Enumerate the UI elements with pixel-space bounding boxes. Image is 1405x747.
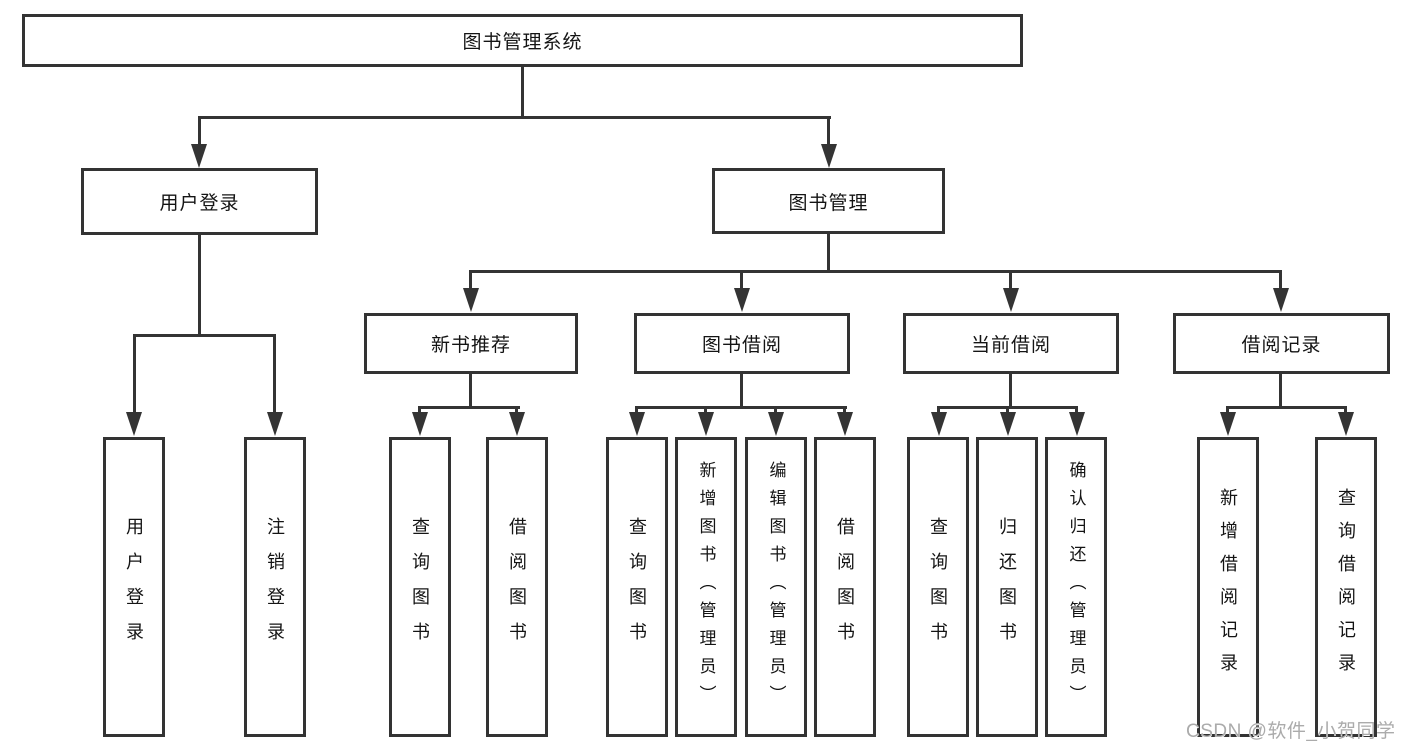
leaf-currentborrow-query: 查询图书 <box>907 437 969 737</box>
leaf-newbookrec-borrow-label: 借阅图书 <box>507 517 527 657</box>
edge-to-bb-borrow <box>843 406 846 416</box>
leaf-logout: 注销登录 <box>244 437 306 737</box>
edge-root-stem <box>521 65 524 119</box>
node-new-book-rec-label: 新书推荐 <box>430 335 511 356</box>
edge-level2-branch <box>198 116 831 119</box>
arrowhead-leaf-logout <box>267 412 283 436</box>
node-current-borrow-label: 当前借阅 <box>970 335 1051 356</box>
leaf-newbookrec-borrow: 借阅图书 <box>486 437 548 737</box>
leaf-borrowrecords-add-label: 新增借阅记录 <box>1218 488 1238 686</box>
node-book-borrow: 图书借阅 <box>634 313 850 374</box>
node-borrow-records: 借阅记录 <box>1173 313 1390 374</box>
arrowhead-leaf-login <box>126 412 142 436</box>
edge-to-book-mgmt <box>827 116 830 148</box>
node-user-login: 用户登录 <box>81 168 318 235</box>
arrowhead-br-query <box>1338 412 1354 436</box>
arrowhead-newbookrec <box>463 288 479 312</box>
edge-userlogin-stem <box>198 233 201 337</box>
edge-to-borrowrecords <box>1279 270 1282 292</box>
node-book-borrow-label: 图书借阅 <box>701 335 782 356</box>
leaf-currentborrow-query-label: 查询图书 <box>928 517 948 657</box>
arrowhead-bb-query <box>629 412 645 436</box>
arrowhead-bb-edit <box>768 412 784 436</box>
node-current-borrow: 当前借阅 <box>903 313 1119 374</box>
edge-bookmgmt-stem <box>827 232 830 273</box>
node-borrow-records-label: 借阅记录 <box>1241 335 1322 356</box>
edge-br-branch <box>1227 406 1347 409</box>
leaf-borrowrecords-add: 新增借阅记录 <box>1197 437 1259 737</box>
leaf-user-login-label: 用户登录 <box>124 517 144 657</box>
arrowhead-borrowrecords <box>1273 288 1289 312</box>
arrowhead-book-mgmt <box>821 144 837 168</box>
leaf-bookborrow-query-label: 查询图书 <box>627 517 647 657</box>
node-book-mgmt-label: 图书管理 <box>788 192 869 214</box>
edge-to-br-add <box>1226 406 1229 416</box>
edge-level3-branch <box>470 270 1281 273</box>
edge-to-bb-add <box>704 406 707 416</box>
edge-to-nbr-borrow <box>515 406 518 416</box>
edge-to-cb-return <box>1006 406 1009 416</box>
edge-to-user-login <box>198 116 201 148</box>
edge-to-bb-query <box>635 406 638 416</box>
leaf-bookborrow-borrow: 借阅图书 <box>814 437 876 737</box>
arrowhead-currentborrow <box>1003 288 1019 312</box>
leaf-currentborrow-return-label: 归还图书 <box>997 517 1017 657</box>
edge-bb-stem <box>740 373 743 409</box>
edge-to-bookborrow <box>740 270 743 292</box>
edge-userlogin-branch <box>133 334 276 337</box>
edge-nbr-stem <box>469 373 472 409</box>
edge-nbr-branch <box>419 406 520 409</box>
edge-to-bb-edit <box>774 406 777 416</box>
edge-to-nbr-query <box>418 406 421 416</box>
edge-cb-stem <box>1009 373 1012 409</box>
node-root: 图书管理系统 <box>22 14 1023 67</box>
edge-to-leaf-logout <box>273 334 276 414</box>
arrowhead-nbr-borrow <box>509 412 525 436</box>
node-book-mgmt: 图书管理 <box>712 168 945 234</box>
edge-bb-branch <box>635 406 847 409</box>
arrowhead-bb-borrow <box>837 412 853 436</box>
edge-to-cb-confirm <box>1075 406 1078 416</box>
arrowhead-bb-add <box>698 412 714 436</box>
arrowhead-cb-query <box>931 412 947 436</box>
node-new-book-rec: 新书推荐 <box>364 313 578 374</box>
arrowhead-nbr-query <box>412 412 428 436</box>
leaf-logout-label: 注销登录 <box>265 517 285 657</box>
leaf-borrowrecords-query-label: 查询借阅记录 <box>1336 488 1356 686</box>
leaf-newbookrec-query-label: 查询图书 <box>410 517 430 657</box>
arrowhead-user-login <box>191 144 207 168</box>
edge-to-leaf-login <box>133 334 136 414</box>
edge-to-currentborrow <box>1009 270 1012 292</box>
leaf-newbookrec-query: 查询图书 <box>389 437 451 737</box>
arrowhead-cb-return <box>1000 412 1016 436</box>
edge-to-br-query <box>1344 406 1347 416</box>
node-user-login-label: 用户登录 <box>159 193 240 214</box>
arrowhead-bookborrow <box>734 288 750 312</box>
edge-to-newbookrec <box>469 270 472 292</box>
leaf-currentborrow-confirm-label: 确认归还（管理员） <box>1066 461 1086 713</box>
arrowhead-cb-confirm <box>1069 412 1085 436</box>
csdn-watermark: CSDN @软件_小贺同学 <box>1186 721 1396 742</box>
leaf-bookborrow-edit: 编辑图书（管理员） <box>745 437 807 737</box>
edge-br-stem <box>1279 373 1282 409</box>
leaf-bookborrow-add: 新增图书（管理员） <box>675 437 737 737</box>
leaf-user-login: 用户登录 <box>103 437 165 737</box>
leaf-bookborrow-borrow-label: 借阅图书 <box>835 517 855 657</box>
arrowhead-br-add <box>1220 412 1236 436</box>
leaf-borrowrecords-query: 查询借阅记录 <box>1315 437 1377 737</box>
node-root-label: 图书管理系统 <box>462 32 583 53</box>
leaf-bookborrow-edit-label: 编辑图书（管理员） <box>766 461 786 713</box>
leaf-bookborrow-query: 查询图书 <box>606 437 668 737</box>
edge-to-cb-query <box>937 406 940 416</box>
leaf-currentborrow-confirm: 确认归还（管理员） <box>1045 437 1107 737</box>
leaf-bookborrow-add-label: 新增图书（管理员） <box>696 461 716 713</box>
leaf-currentborrow-return: 归还图书 <box>976 437 1038 737</box>
